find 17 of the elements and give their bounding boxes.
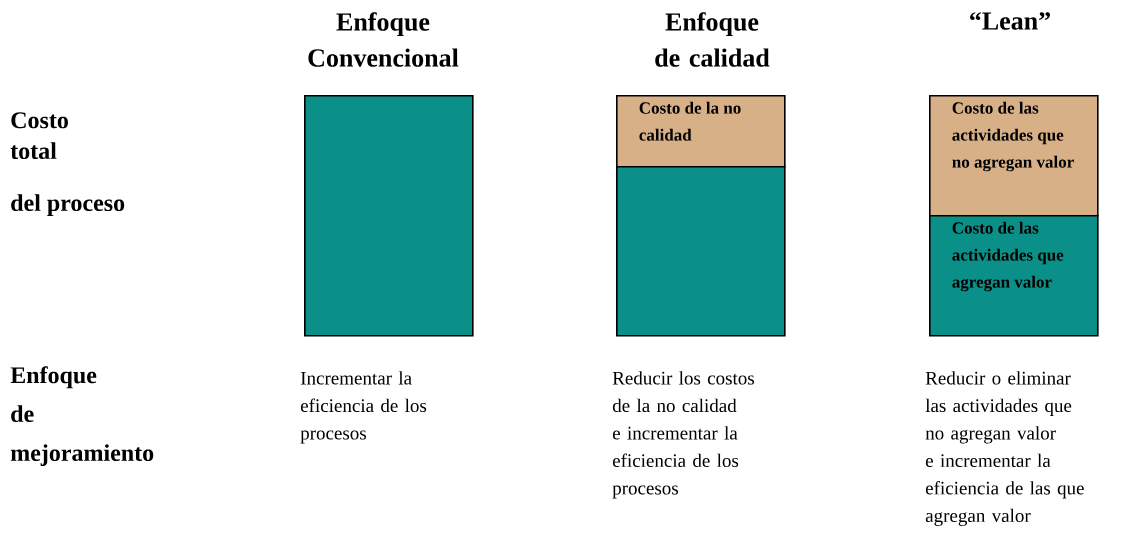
description-text: Reducir o eliminar las actividades que no agregan valor e incrementar la eficiencia de las que agregan valor — [925, 371, 1084, 526]
column-heading: Enfoque de calidad — [655, 12, 770, 67]
cost-box — [616, 166, 786, 337]
row-heading: mejoramiento — [10, 444, 154, 466]
description-text: Reducir los costos de la no calidad e incrementar la eficiencia de los procesos — [612, 371, 754, 499]
row-heading: Enfoque — [10, 366, 97, 389]
description-text: Incrementar la eficiencia de los procesos — [300, 371, 427, 444]
cost-box — [304, 95, 474, 337]
cost-box: Costo de la no calidad — [616, 95, 786, 168]
cost-box: Costo de las actividades que no agregan valor — [929, 95, 1099, 217]
row-heading: total — [10, 142, 57, 160]
row-heading: Costo — [11, 112, 68, 129]
row-heading: del proceso — [11, 194, 125, 216]
column-heading: Enfoque Convencional — [308, 12, 459, 67]
row-heading: de — [11, 405, 34, 423]
cost-box: Costo de las actividades que agregan valor — [929, 215, 1099, 337]
column-heading: “Lean” — [970, 12, 1050, 30]
